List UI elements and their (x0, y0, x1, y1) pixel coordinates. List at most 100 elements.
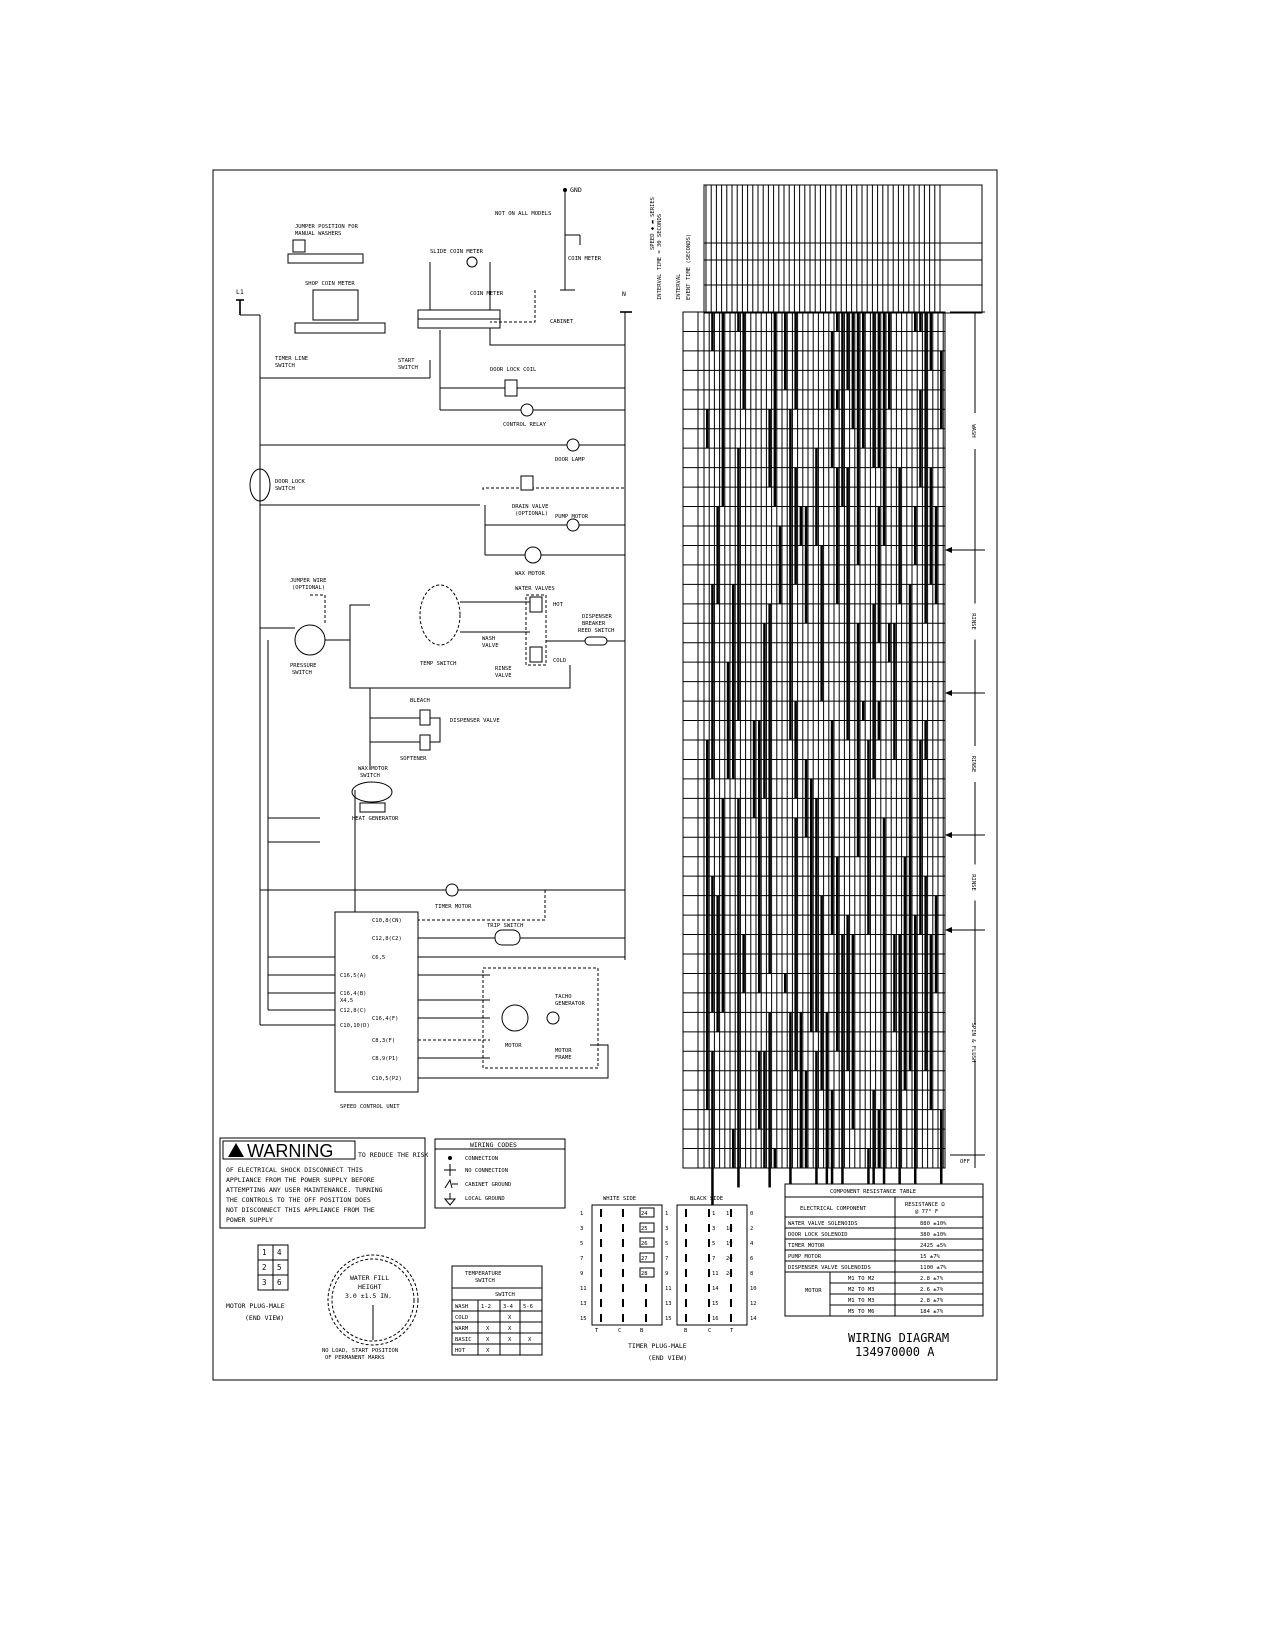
scu-pin-label: C12,8(C2) (372, 936, 402, 942)
timer-contact-bar (742, 312, 745, 410)
timer-contact-bar (706, 973, 709, 1110)
timer-contact-bar (836, 389, 839, 410)
jumper-wire-label: JUMPER WIRE (290, 578, 326, 584)
timer-contact-bar (799, 1031, 803, 1168)
warning-text-line: APPLIANCE FROM THE POWER SUPPLY BEFORE (226, 1176, 375, 1184)
resistance-value: 2.8 ±7% (920, 1276, 944, 1282)
timer-contact-bar (877, 701, 881, 740)
door-lamp-symbol (566, 438, 580, 452)
gnd-label: GND (570, 186, 582, 194)
timer-contact-bar (888, 623, 891, 663)
plug-row-number: 15 (665, 1316, 672, 1322)
timer-contact-bar (825, 1012, 829, 1091)
plug-row-number: 5 (665, 1241, 668, 1247)
dispenser-valve-label: DISPENSER VALVE (450, 718, 500, 724)
timer-contact-bar (934, 895, 938, 993)
white-pin: 27 (641, 1256, 648, 1262)
timer-contact-bar (789, 409, 792, 507)
cold-valve-symbol (529, 646, 543, 663)
scu-pin-label: C8,3(F) (372, 1038, 395, 1044)
softener-valve-symbol (419, 734, 431, 751)
timer-contact-bar (846, 312, 849, 390)
plug-row-number: 3 (665, 1226, 668, 1232)
timer-contact-bar (914, 973, 917, 1052)
wax-motor-label: WAX MOTOR (515, 571, 545, 577)
motor-pin: 3 (262, 1278, 267, 1287)
timer-contact-bar (737, 856, 740, 1013)
timer-contact-bar (706, 409, 709, 449)
motor-pin: 2 (262, 1263, 267, 1272)
resistance-subcomponent: M2 TO M3 (848, 1287, 875, 1293)
black-pin: 14 (712, 1286, 719, 1292)
timer-contact-bar (804, 759, 808, 779)
timer-contact-bar (784, 973, 787, 993)
timer-contact-bar (924, 312, 927, 507)
timer-contact-bar (706, 876, 709, 974)
timer-contact-bar (732, 1129, 735, 1168)
timer-contact-bar (929, 973, 933, 1110)
wiring-codes-title: WIRING CODES (470, 1141, 517, 1149)
n-label: N (622, 290, 626, 298)
plug-row-number: 13 (665, 1301, 672, 1307)
motor-pin: 4 (277, 1248, 282, 1257)
timer-contact-bar (830, 720, 834, 896)
timer-contact-bar (716, 934, 719, 1032)
resistance-value: 380 ±10% (920, 1232, 947, 1238)
plug-row-number: 9 (665, 1271, 668, 1277)
plug-row-number: 10 (750, 1286, 757, 1292)
timer-contact-bar (836, 312, 839, 332)
timer-contact-bar (851, 934, 855, 1130)
warning-text-line: POWER SUPPLY (226, 1216, 273, 1224)
plug-row-number: 2 (750, 1226, 753, 1232)
motor-frame-label: MOTOR (555, 1048, 572, 1054)
scu-pin-label: C12,8(C) (340, 1008, 367, 1014)
plug-row-number: 6 (750, 1256, 753, 1262)
timer-contact-bar (773, 1148, 777, 1168)
connection-icon (448, 1156, 452, 1160)
white-pin: 26 (641, 1241, 648, 1247)
scu-pin-label: C16,4(F) (372, 1016, 399, 1022)
cabinet-label: CABINET (550, 319, 574, 325)
white-pin: 28 (641, 1271, 648, 1277)
timer-contact-bar (914, 506, 917, 565)
off-label: OFF (960, 1159, 970, 1165)
timer-contact-bar (742, 954, 745, 993)
temp-switch-label: TEMP SWITCH (420, 661, 456, 667)
timer-contact-bar (706, 740, 709, 877)
resistance-table-title: COMPONENT RESISTANCE TABLE (830, 1189, 916, 1195)
timer-contact-bar (711, 584, 714, 779)
timer-contact-bar (763, 623, 766, 799)
timer-contact-bar (804, 1129, 808, 1168)
timer-contact-bar (898, 467, 901, 604)
resistance-subcomponent: M1 TO M3 (848, 1298, 875, 1304)
timer-contact-bar (810, 876, 813, 1032)
water-valves-label: WATER VALVES (515, 586, 555, 592)
jumper-position-label-2: MANUAL WASHERS (295, 231, 341, 237)
timer-contact-bar (856, 623, 860, 702)
timer-contact-bar (721, 312, 725, 507)
timer-contact-bar (867, 740, 870, 935)
motor-pin: 6 (277, 1278, 282, 1287)
phase-arrow-icon (945, 690, 952, 696)
timer-contact-bar (825, 1090, 829, 1207)
warning-triangle-icon (228, 1143, 244, 1157)
softener-label: SOFTENER (400, 756, 427, 762)
timer-contact-bar (711, 312, 714, 351)
timer-contact-bar (737, 448, 740, 624)
resistance-value: 880 ±10% (920, 1221, 947, 1227)
timer-contact-bar (726, 662, 730, 779)
timer-contact-bar (893, 992, 896, 1032)
timer-contact-bar (877, 506, 881, 643)
interval-label: INTERVAL (676, 273, 682, 300)
bleach-valve-symbol (419, 709, 431, 726)
heat-generator-label: HEAT GENERATOR (352, 816, 399, 822)
timer-contact-bar (929, 467, 933, 585)
timer-contact-bar (877, 1109, 881, 1168)
black-pin: 1 (712, 1211, 715, 1217)
dispenser-breaker-label-3: REED SWITCH (578, 628, 614, 634)
timer-contact-bar (841, 467, 844, 507)
wiring-code-item: NO CONNECTION (465, 1168, 508, 1174)
timer-contact-bar (846, 467, 849, 663)
timer-contact-bar (799, 1012, 803, 1032)
